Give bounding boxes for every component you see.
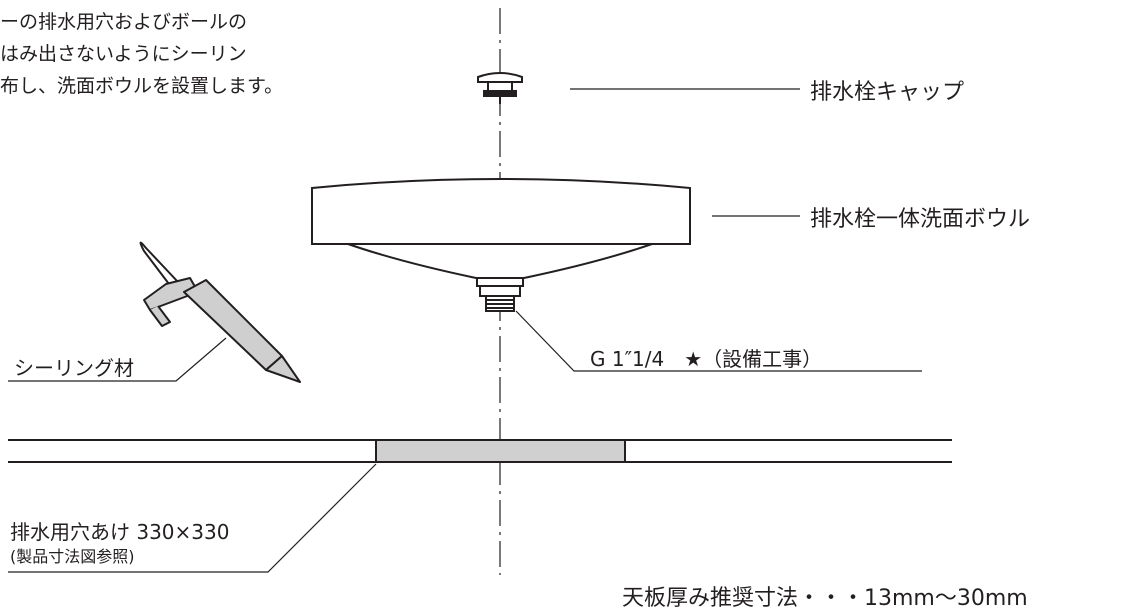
thickness-note: 天板厚み推奨寸法・・・13mm〜30mm <box>622 586 1028 611</box>
intro-text: ーの排水用穴およびボールの はみ出さないようにシーリン 布し、洗面ボウルを設置し… <box>0 6 283 102</box>
intro-line-2: はみ出さないようにシーリン <box>0 43 247 65</box>
drain-cap <box>477 72 523 104</box>
washbasin-bowl <box>311 178 691 312</box>
sealing-leader <box>8 337 227 382</box>
hole-leader <box>8 463 377 573</box>
intro-line-1: ーの排水用穴およびボールの <box>0 11 248 33</box>
thread-label: G 1″1/4 ★（設備工事） <box>590 347 823 371</box>
countertop <box>8 439 952 463</box>
thread-leader <box>515 310 922 372</box>
hole-label-line1: 排水用穴あけ 330×330 <box>10 520 230 544</box>
caulking-gun <box>139 241 301 383</box>
drain-hole <box>375 439 626 463</box>
bowl-label: 排水栓一体洗面ボウル <box>810 207 1031 232</box>
hole-label-line2: (製品寸法図参照) <box>10 547 135 566</box>
drain-cap-label: 排水栓キャップ <box>810 80 965 105</box>
intro-line-3: 布し、洗面ボウルを設置します。 <box>0 75 284 97</box>
sealing-label: シーリング材 <box>14 356 134 380</box>
